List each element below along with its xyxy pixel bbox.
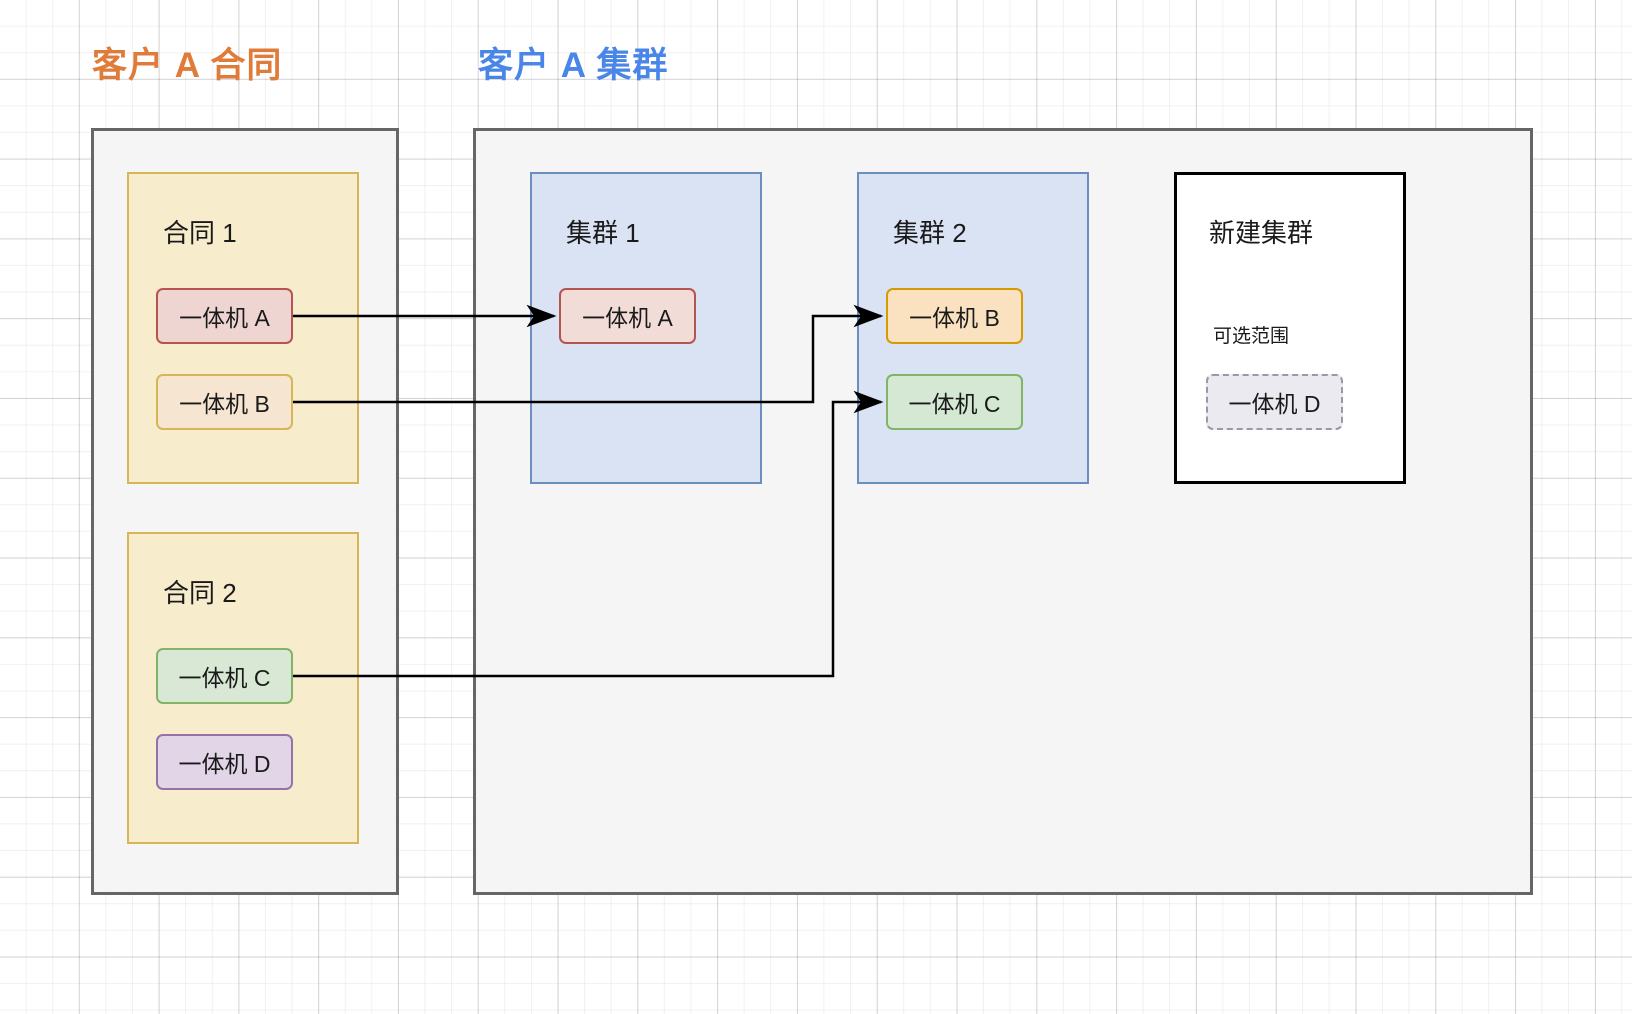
contract-group-2-title: 合同 2 [163, 578, 237, 608]
cluster-2-machine-c[interactable]: 一体机 C [886, 374, 1023, 430]
cluster-2-machine-b[interactable]: 一体机 B [886, 288, 1023, 344]
contract-1-machine-b[interactable]: 一体机 B [156, 374, 293, 430]
contract-1-machine-a[interactable]: 一体机 A [156, 288, 293, 344]
contract-section-title: 客户 A 合同 [92, 46, 283, 85]
cluster-group-2-title: 集群 2 [893, 218, 967, 248]
cluster-1-machine-a[interactable]: 一体机 A [559, 288, 696, 344]
contract-2-machine-d[interactable]: 一体机 D [156, 734, 293, 790]
contract-group-1-title: 合同 1 [163, 218, 237, 248]
new-cluster-title: 新建集群 [1209, 218, 1314, 248]
cluster-section-title: 客户 A 集群 [478, 46, 669, 85]
new-cluster-scope-label: 可选范围 [1213, 326, 1290, 347]
new-cluster-box[interactable] [1174, 172, 1406, 484]
cluster-group-1-title: 集群 1 [566, 218, 640, 248]
new-cluster-candidate-machine-d[interactable]: 一体机 D [1206, 374, 1343, 430]
contract-2-machine-c[interactable]: 一体机 C [156, 648, 293, 704]
